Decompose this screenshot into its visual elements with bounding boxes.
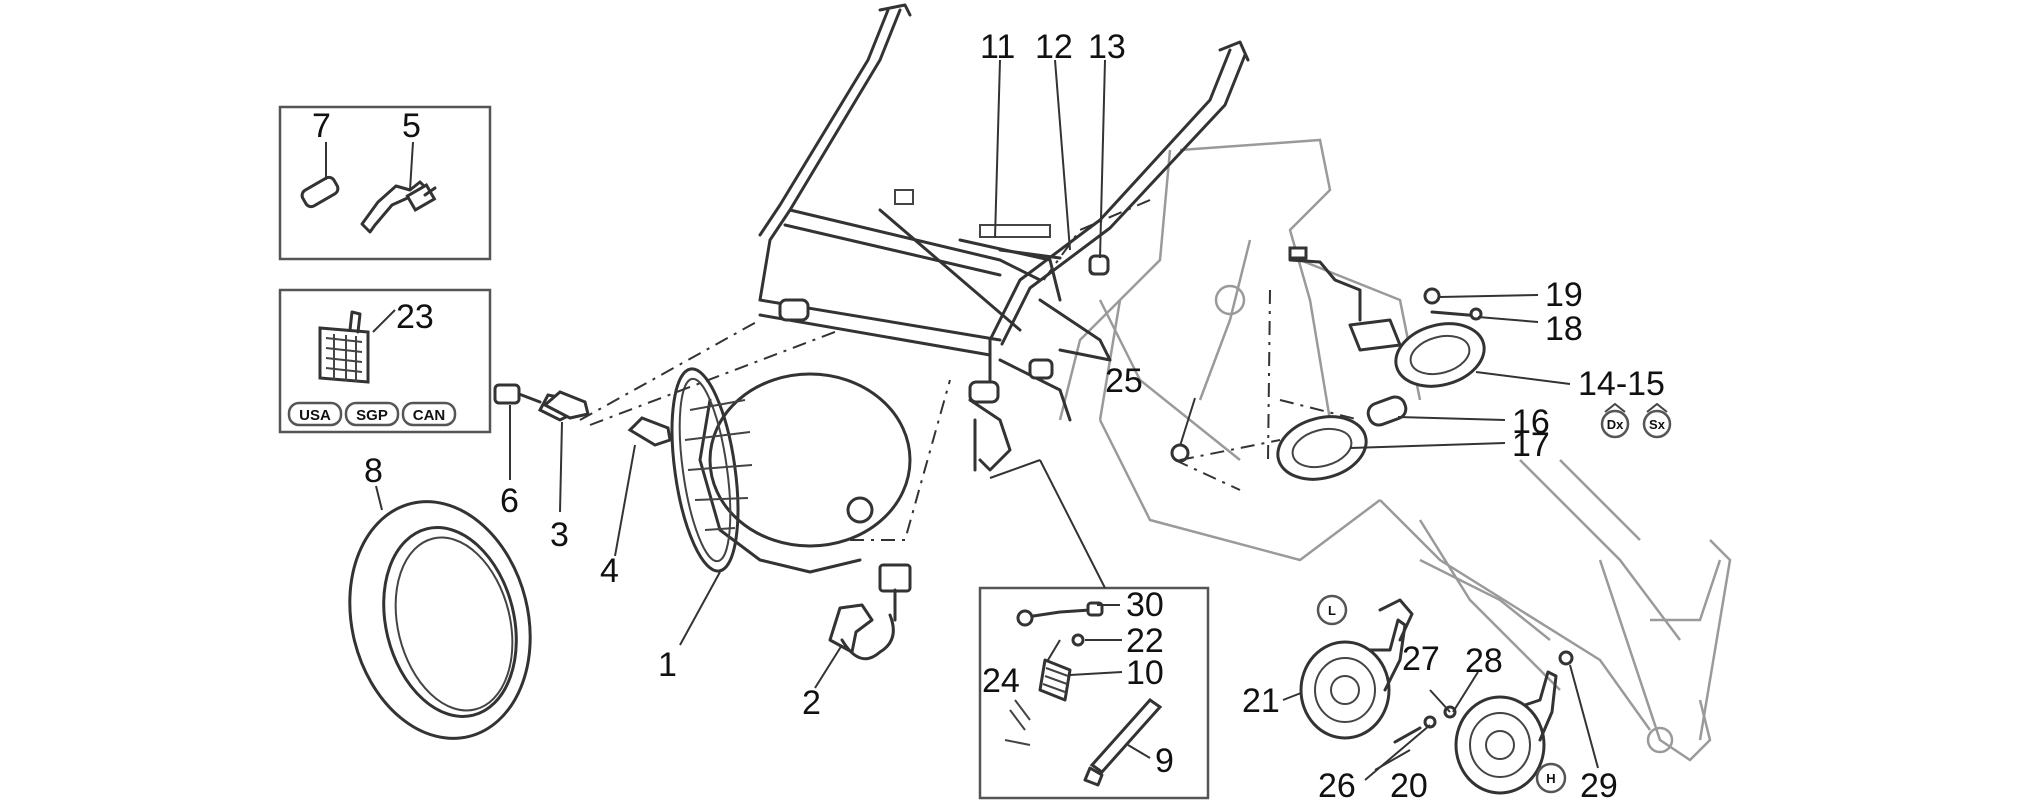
callout-5: 5 (402, 107, 421, 145)
callout-12: 12 (1035, 28, 1073, 66)
callout-21: 21 (1242, 682, 1280, 720)
callout-11: 11 (980, 28, 1015, 66)
bulb-inset-box (278, 105, 492, 261)
callout-16: 16 (1512, 403, 1550, 441)
market-badges (287, 401, 457, 427)
callout-17: 17 (1512, 426, 1550, 464)
callout-29: 29 (1580, 767, 1618, 801)
callout-labels: 7 5 23 8 6 3 4 1 2 11 12 13 25 19 18 14-… (312, 28, 1665, 801)
callout-3: 3 (550, 516, 569, 554)
reflector-inset-box (278, 288, 492, 434)
badge-labels: USA SGP CAN Dx Sx L H (299, 407, 1666, 786)
headlight (670, 367, 912, 574)
subframe-fasteners (998, 248, 1110, 276)
market-usa: USA (299, 407, 331, 424)
callout-25: 25 (1105, 362, 1143, 400)
callout-13: 13 (1088, 28, 1126, 66)
callout-18: 18 (1545, 310, 1583, 348)
badge-sx: Sx (1649, 417, 1666, 432)
callout-30: 30 (1126, 586, 1164, 624)
callout-27: 27 (1402, 640, 1440, 678)
wiring-connector (828, 563, 912, 661)
market-can: CAN (413, 407, 446, 424)
horns (1299, 594, 1574, 795)
callout-28: 28 (1465, 642, 1503, 680)
callout-14-15: 14-15 (1578, 365, 1665, 403)
callout-8: 8 (364, 452, 383, 490)
badge-dx: Dx (1607, 417, 1624, 432)
callout-20: 20 (1390, 767, 1428, 801)
callout-7: 7 (312, 107, 331, 145)
stand-spring-inset-box (978, 586, 1210, 800)
turn-signals (1276, 246, 1672, 481)
callout-24: 24 (982, 662, 1020, 700)
mounting-hardware (493, 383, 672, 447)
leader-lines (325, 59, 1599, 781)
callout-4: 4 (600, 552, 619, 590)
headlight-subframe (758, 3, 1250, 472)
callout-19: 19 (1545, 276, 1583, 314)
callout-26: 26 (1318, 767, 1356, 801)
horn-badges (1316, 594, 1567, 794)
market-sgp: SGP (356, 407, 388, 424)
assembly-lines (579, 199, 1361, 541)
callout-22: 22 (1126, 622, 1164, 660)
callout-1: 1 (658, 646, 677, 684)
callout-6: 6 (500, 482, 519, 520)
callout-9: 9 (1155, 742, 1174, 780)
ghost-frame (1058, 138, 1732, 762)
callout-23: 23 (396, 298, 434, 336)
callout-10: 10 (1126, 654, 1164, 692)
headlight-rim (348, 500, 532, 740)
badge-l: L (1328, 603, 1336, 618)
badge-h: H (1546, 771, 1555, 786)
side-badges (1600, 402, 1672, 439)
callout-2: 2 (802, 684, 821, 722)
